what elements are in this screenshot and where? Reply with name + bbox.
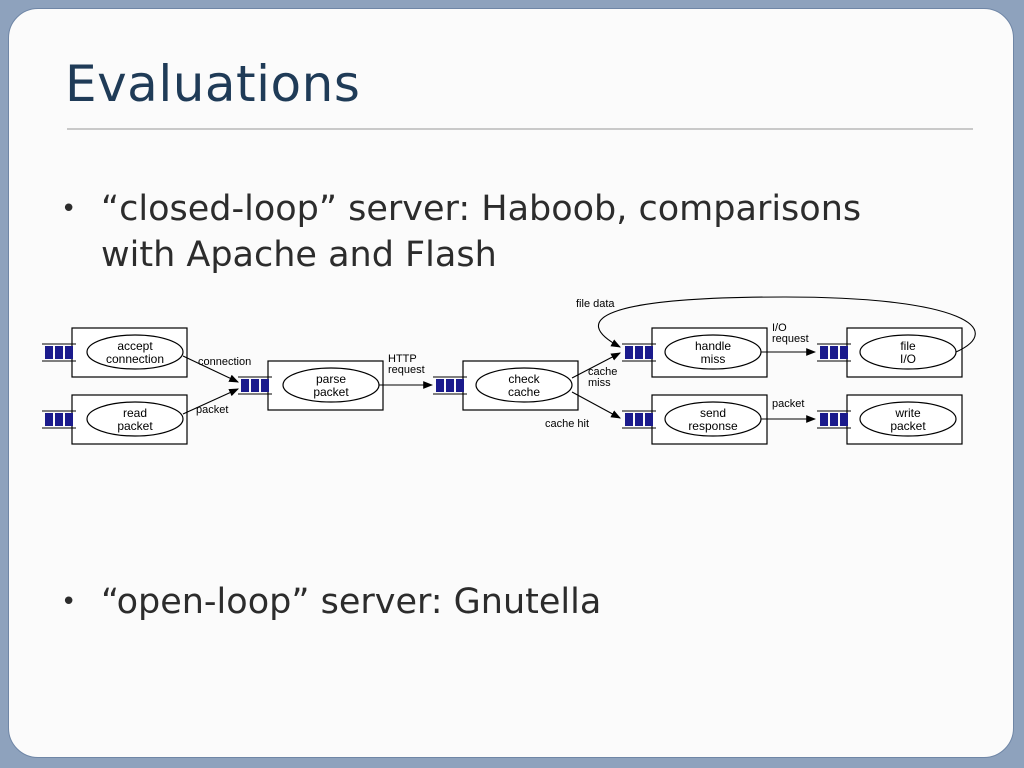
stage-label: packet <box>890 419 926 433</box>
stage-label: handle <box>695 339 731 353</box>
stage-label: cache <box>508 385 540 399</box>
stage-label: response <box>688 419 738 433</box>
queue-icon <box>238 376 272 395</box>
queue-icon <box>433 376 467 395</box>
stage-label: send <box>700 406 726 420</box>
edge-label: cache hit <box>545 418 589 430</box>
stage-label: write <box>894 406 921 420</box>
stage-label: packet <box>117 419 153 433</box>
bullet-text: “closed-loop” server: Haboob, comparison… <box>101 189 862 275</box>
edge-label: HTTP <box>388 353 417 365</box>
bullet-text: “open-loop” server: Gnutella <box>101 582 602 622</box>
queue-icon <box>42 343 76 362</box>
bullet-dot-icon: • <box>61 194 77 224</box>
edge-label: connection <box>198 356 251 368</box>
stage-label: I/O <box>900 352 916 366</box>
edge-label: file data <box>576 298 615 310</box>
queue-icon <box>817 410 851 429</box>
bullet-dot-icon: • <box>61 587 77 617</box>
queue-icon <box>42 410 76 429</box>
stage-label: miss <box>701 352 726 366</box>
stage-label: file <box>900 339 916 353</box>
queue-icon <box>622 410 656 429</box>
file-data-loop-arrow <box>598 296 976 353</box>
queue-icon <box>817 343 851 362</box>
edge-label: miss <box>588 377 611 389</box>
edge-label: cache <box>588 366 617 378</box>
slide: Evaluations • “closed-loop” server: Habo… <box>8 8 1014 758</box>
title-divider <box>67 128 973 130</box>
edge-label: request <box>772 333 809 345</box>
queue-icon <box>622 343 656 362</box>
slide-title: Evaluations <box>65 55 361 113</box>
edge-label: I/O <box>772 322 787 334</box>
edge-label: packet <box>196 404 228 416</box>
stage-label: connection <box>106 352 164 366</box>
stage-label: read <box>123 406 147 420</box>
stage-label: parse <box>316 372 346 386</box>
stage-label: packet <box>313 385 349 399</box>
edge-label: request <box>388 364 425 376</box>
edge-label: packet <box>772 398 804 410</box>
stage-label: accept <box>117 339 153 353</box>
stage-label: check <box>508 372 540 386</box>
